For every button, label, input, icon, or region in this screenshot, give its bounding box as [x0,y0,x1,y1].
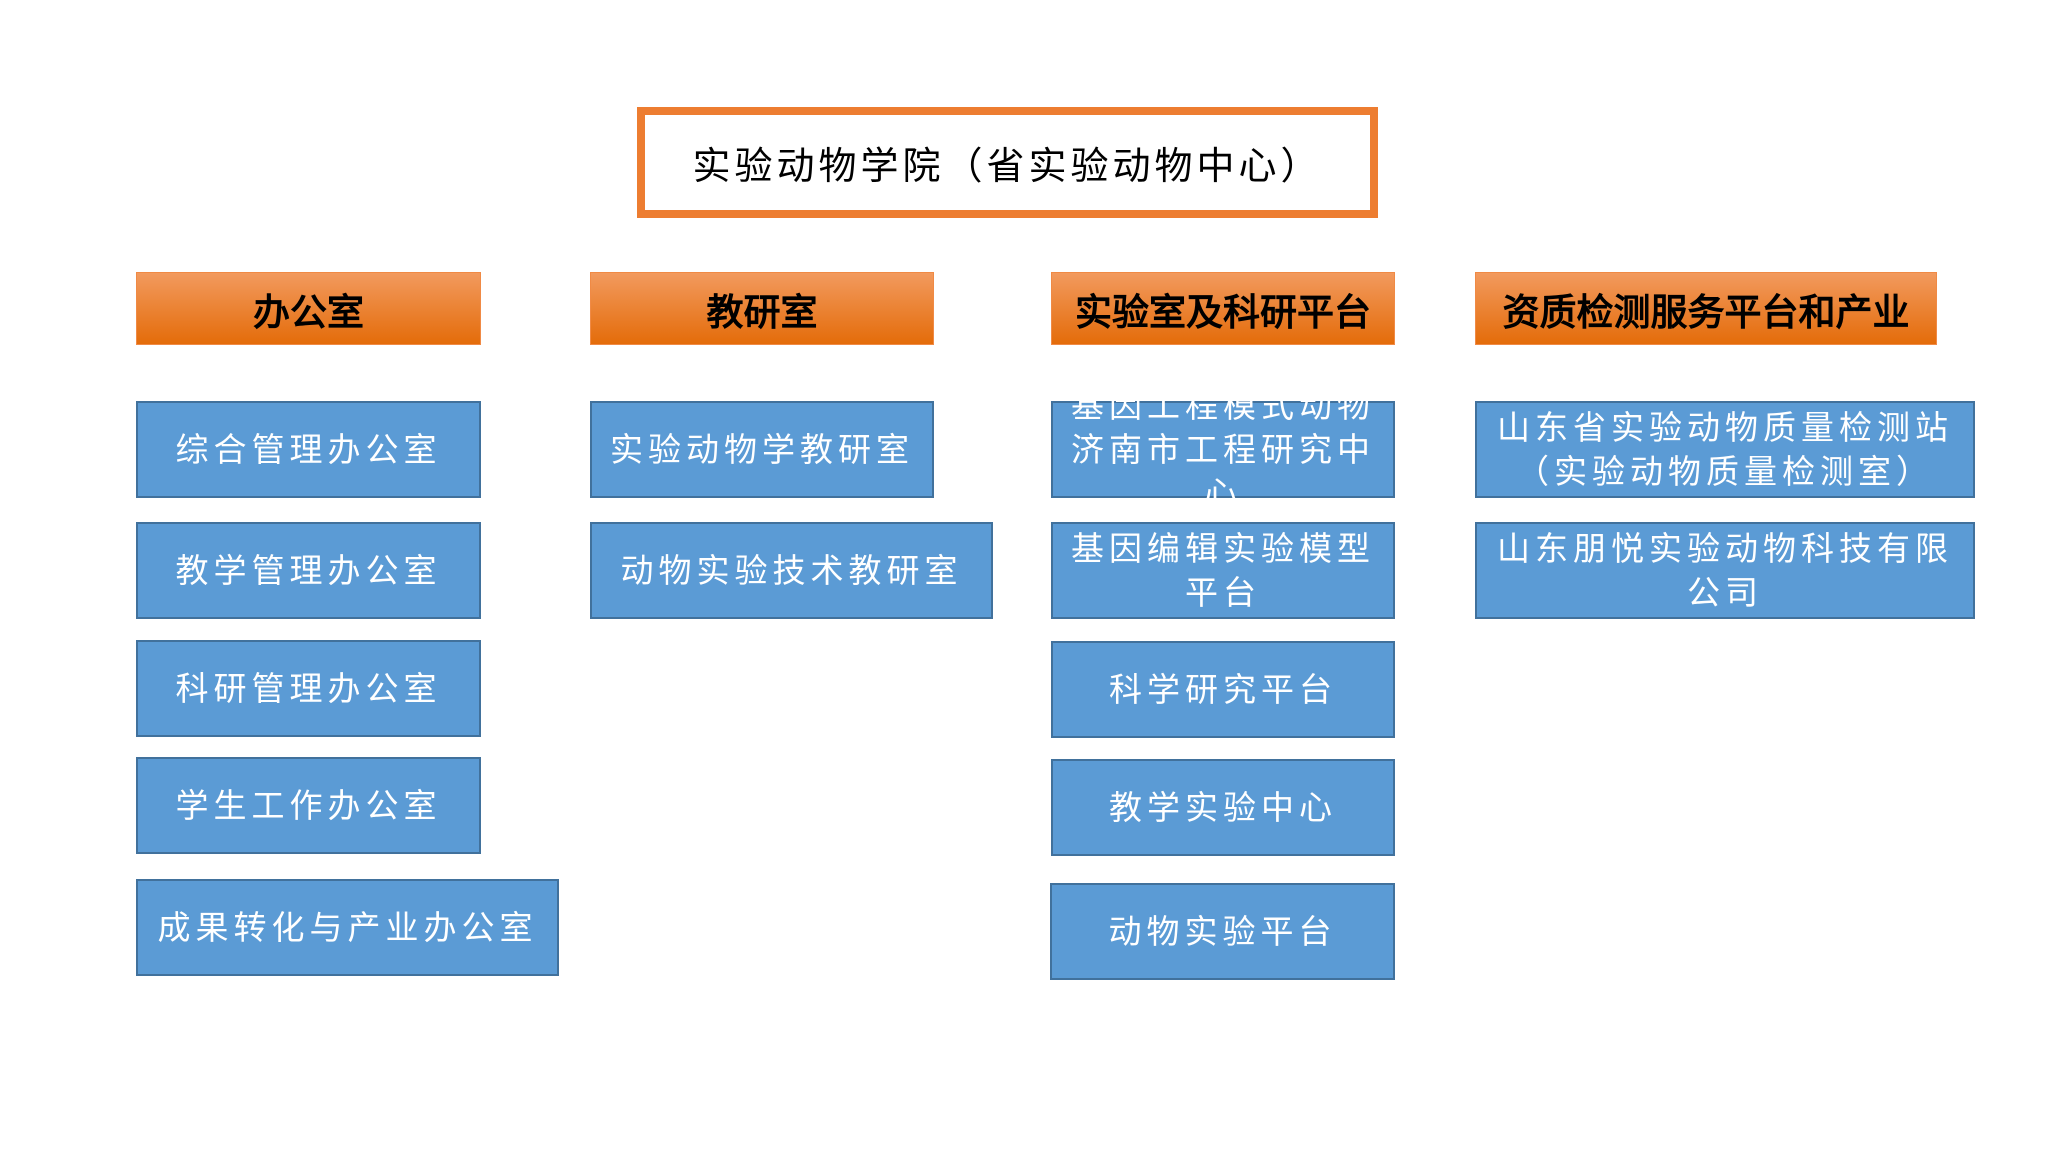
org-unit-box: 科研管理办公室 [136,640,481,737]
column-header-teaching-research: 教研室 [590,272,934,345]
org-root-title: 实验动物学院（省实验动物中心） [637,107,1378,218]
org-unit-box: 山东省实验动物质量检测站（实验动物质量检测室） [1475,401,1975,498]
column-header-labs-platforms: 实验室及科研平台 [1051,272,1395,345]
org-unit-box: 教学实验中心 [1051,759,1395,856]
org-unit-box: 基因工程模式动物济南市工程研究中心 [1051,386,1395,513]
org-unit-box: 动物实验技术教研室 [590,522,993,619]
org-unit-box: 科学研究平台 [1051,641,1395,738]
org-unit-box: 成果转化与产业办公室 [136,879,559,976]
org-unit-box: 动物实验平台 [1050,883,1395,980]
org-unit-box: 山东朋悦实验动物科技有限公司 [1475,522,1975,619]
column-header-office: 办公室 [136,272,481,345]
org-unit-box: 综合管理办公室 [136,401,481,498]
org-unit-box: 学生工作办公室 [136,757,481,854]
org-unit-box: 基因编辑实验模型平台 [1051,522,1395,619]
org-unit-box: 实验动物学教研室 [590,401,934,498]
org-unit-box: 教学管理办公室 [136,522,481,619]
column-header-testing-industry: 资质检测服务平台和产业 [1475,272,1937,345]
